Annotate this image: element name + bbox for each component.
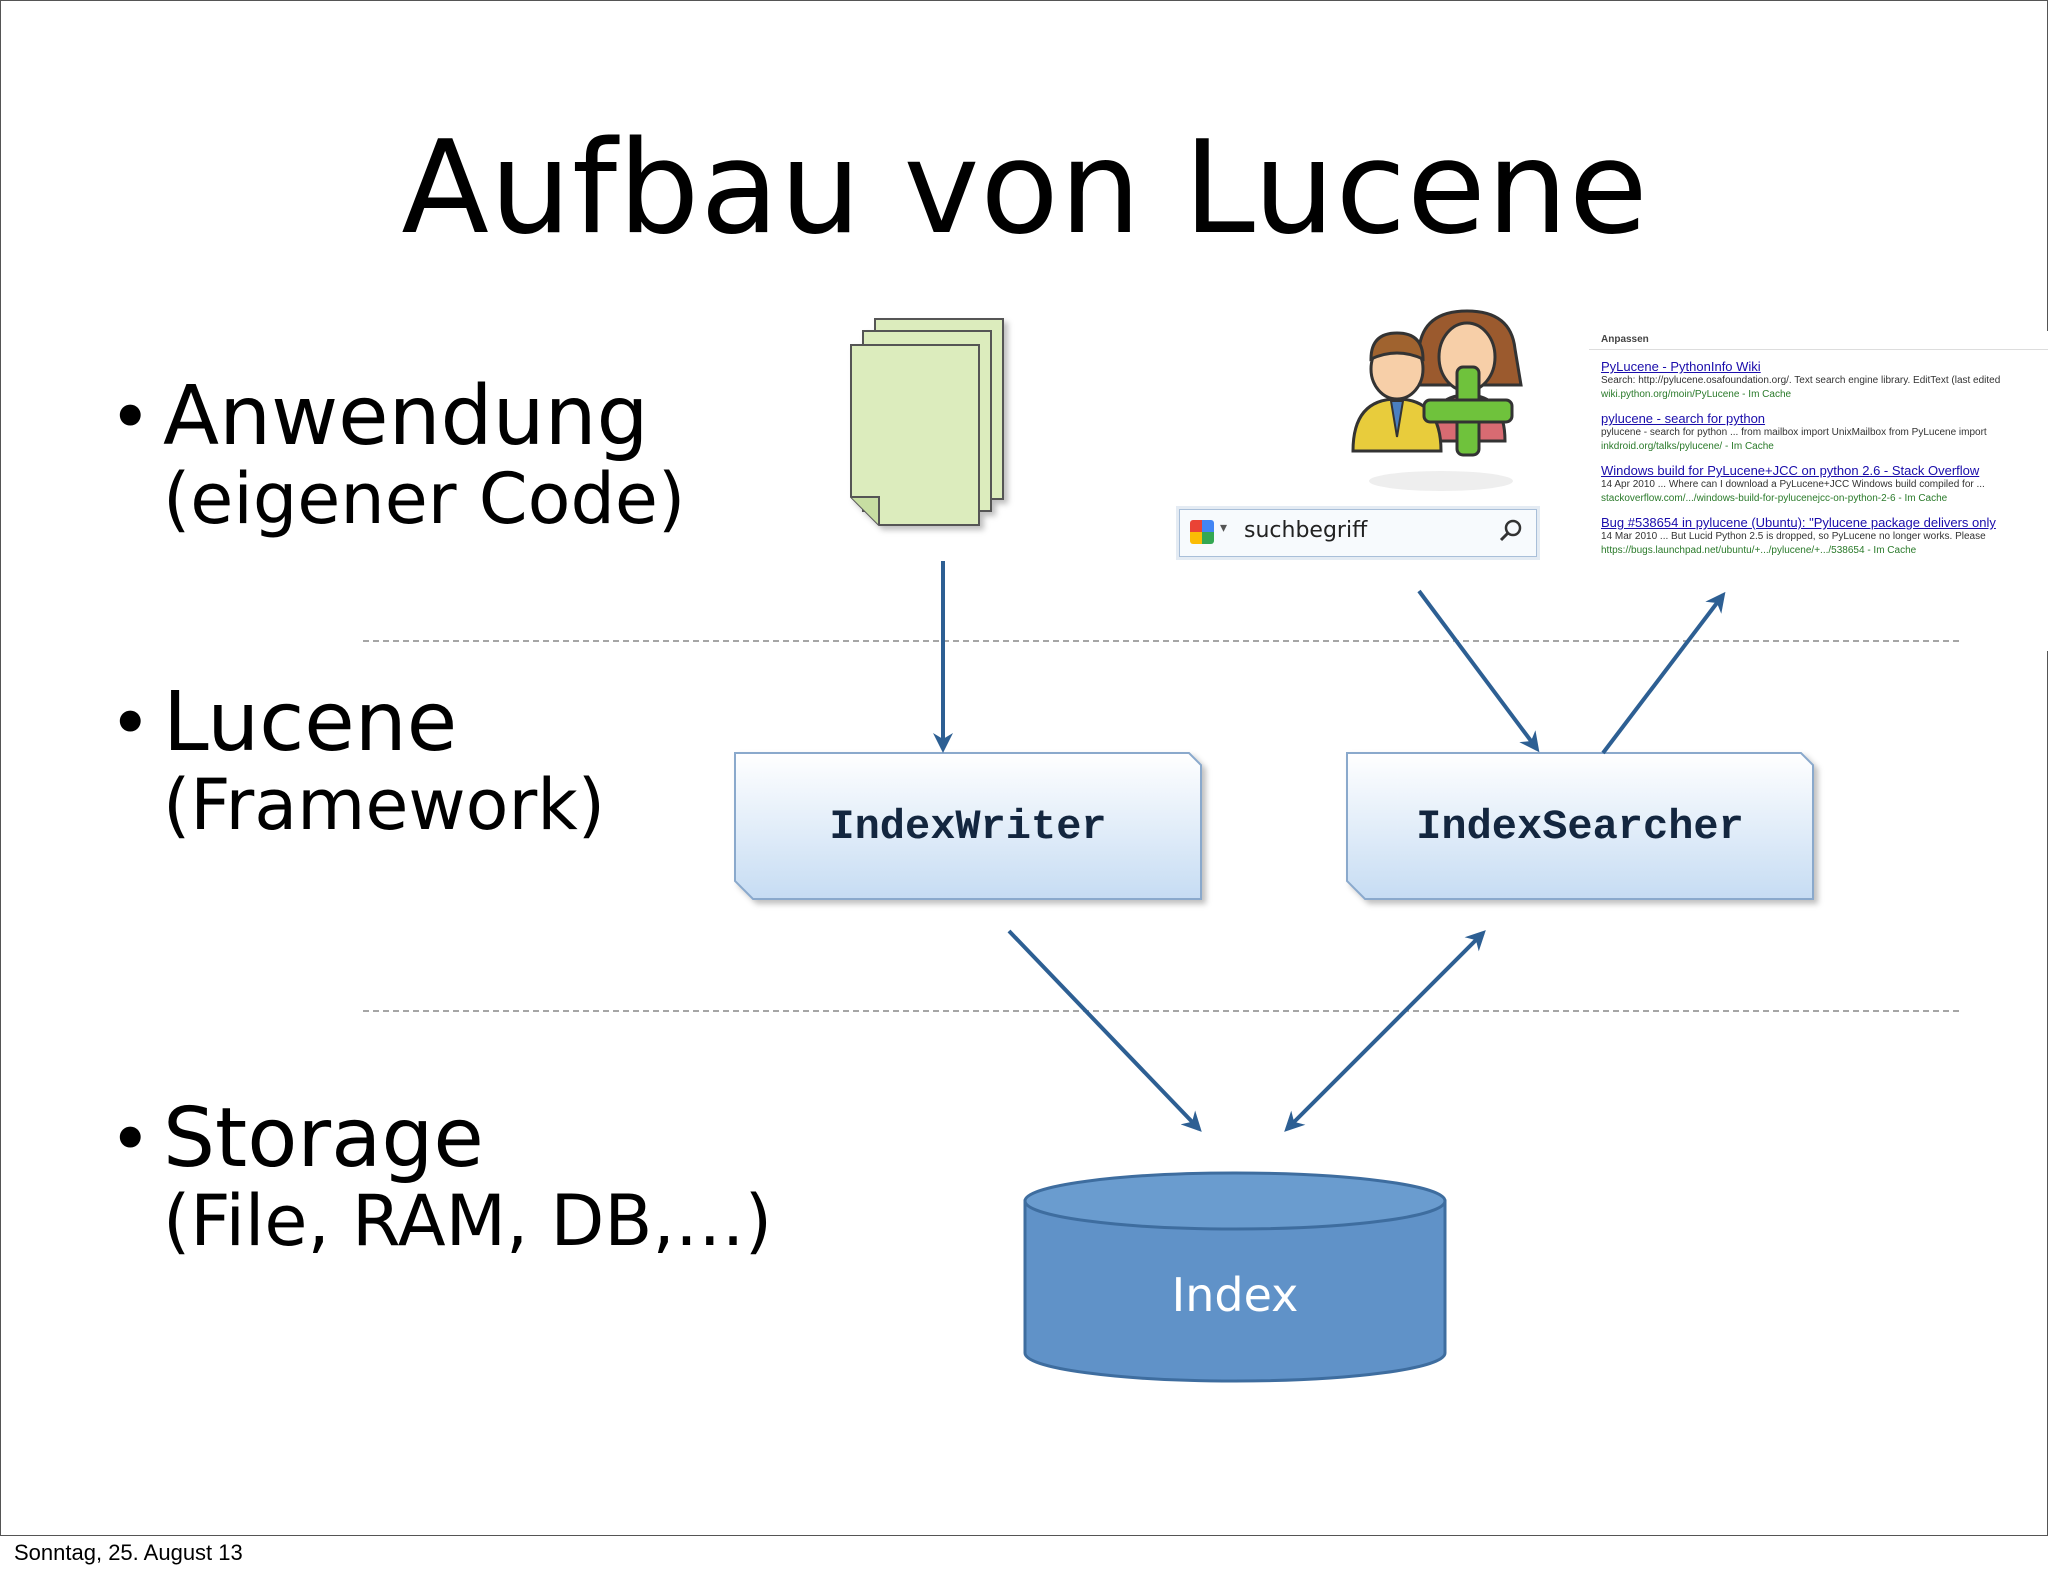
- search-results-panel: Anpassen PyLucene - PythonInfo Wiki Sear…: [1589, 331, 2048, 651]
- result-link[interactable]: pylucene - search for python: [1601, 411, 1766, 426]
- bullet-main-text: Lucene: [163, 675, 458, 770]
- bullet-main-text: Anwendung: [163, 369, 649, 464]
- search-input[interactable]: ▾ suchbegriff: [1179, 509, 1537, 557]
- index-searcher-node: [1346, 752, 1814, 900]
- result-item: PyLucene - PythonInfo Wiki Search: http:…: [1589, 360, 2048, 402]
- documents-icon: [850, 318, 1004, 526]
- bullet-dot: •: [109, 681, 152, 765]
- arrow-query-to-searcher: [1417, 589, 1540, 753]
- result-snippet: Search: http://pylucene.osafoundation.or…: [1601, 375, 2001, 386]
- result-item: pylucene - search for python pylucene - …: [1589, 412, 2048, 454]
- bullet-main-text: Storage: [163, 1091, 484, 1186]
- users-add-icon: [1351, 309, 1523, 491]
- index-cylinder: [1023, 1171, 1447, 1383]
- chevron-down-icon: ▾: [1220, 520, 1228, 536]
- index-label: Index: [1172, 1268, 1299, 1322]
- result-snippet: pylucene - search for python ... from ma…: [1601, 427, 1987, 438]
- arrow-index-searcher-bidirectional: [1284, 930, 1486, 1132]
- result-snippet: 14 Apr 2010 ... Where can I download a P…: [1601, 479, 1985, 490]
- search-term: suchbegriff: [1244, 518, 1368, 543]
- results-header: Anpassen: [1589, 331, 2048, 350]
- bullet-dot: •: [109, 1097, 152, 1181]
- arrow-writer-to-index: [1007, 929, 1202, 1132]
- slide-title: Aufbau von Lucene: [401, 114, 1649, 263]
- index-writer-node: [734, 752, 1202, 900]
- arrow-searcher-to-results: [1601, 591, 1726, 755]
- bullet-sub-text: (File, RAM, DB,…): [163, 1180, 773, 1262]
- result-link[interactable]: Windows build for PyLucene+JCC on python…: [1601, 463, 1980, 478]
- bullet-sub-text: (Framework): [163, 764, 606, 846]
- footer-date: Sonntag, 25. August 13: [14, 1540, 243, 1565]
- result-url: https://bugs.launchpad.net/ubuntu/+.../p…: [1601, 545, 1917, 556]
- result-link[interactable]: Bug #538654 in pylucene (Ubuntu): "Pyluc…: [1601, 515, 1996, 530]
- slide: Aufbau von Lucene • Anwendung (eigener C…: [0, 0, 2048, 1536]
- result-item: Windows build for PyLucene+JCC on python…: [1589, 464, 2048, 506]
- search-icon[interactable]: [1498, 518, 1524, 544]
- google-search-icon: [1190, 520, 1214, 544]
- result-snippet: 14 Mar 2010 ... But Lucid Python 2.5 is …: [1601, 531, 1986, 542]
- result-item: Bug #538654 in pylucene (Ubuntu): "Pyluc…: [1589, 516, 2048, 558]
- index-searcher-label: IndexSearcher: [1416, 803, 1744, 851]
- result-url: stackoverflow.com/.../windows-build-for-…: [1601, 493, 1948, 504]
- result-url: inkdroid.org/talks/pylucene/ - Im Cache: [1601, 441, 1774, 452]
- result-link[interactable]: PyLucene - PythonInfo Wiki: [1601, 359, 1761, 374]
- index-writer-label: IndexWriter: [829, 803, 1106, 851]
- result-url: wiki.python.org/moin/PyLucene - Im Cache: [1601, 389, 1792, 400]
- lucene-architecture-diagram: IndexWriter IndexSearcher Index: [363, 309, 1961, 1383]
- bullet-dot: •: [109, 375, 152, 459]
- bullet-sub-text: (eigener Code): [163, 458, 686, 540]
